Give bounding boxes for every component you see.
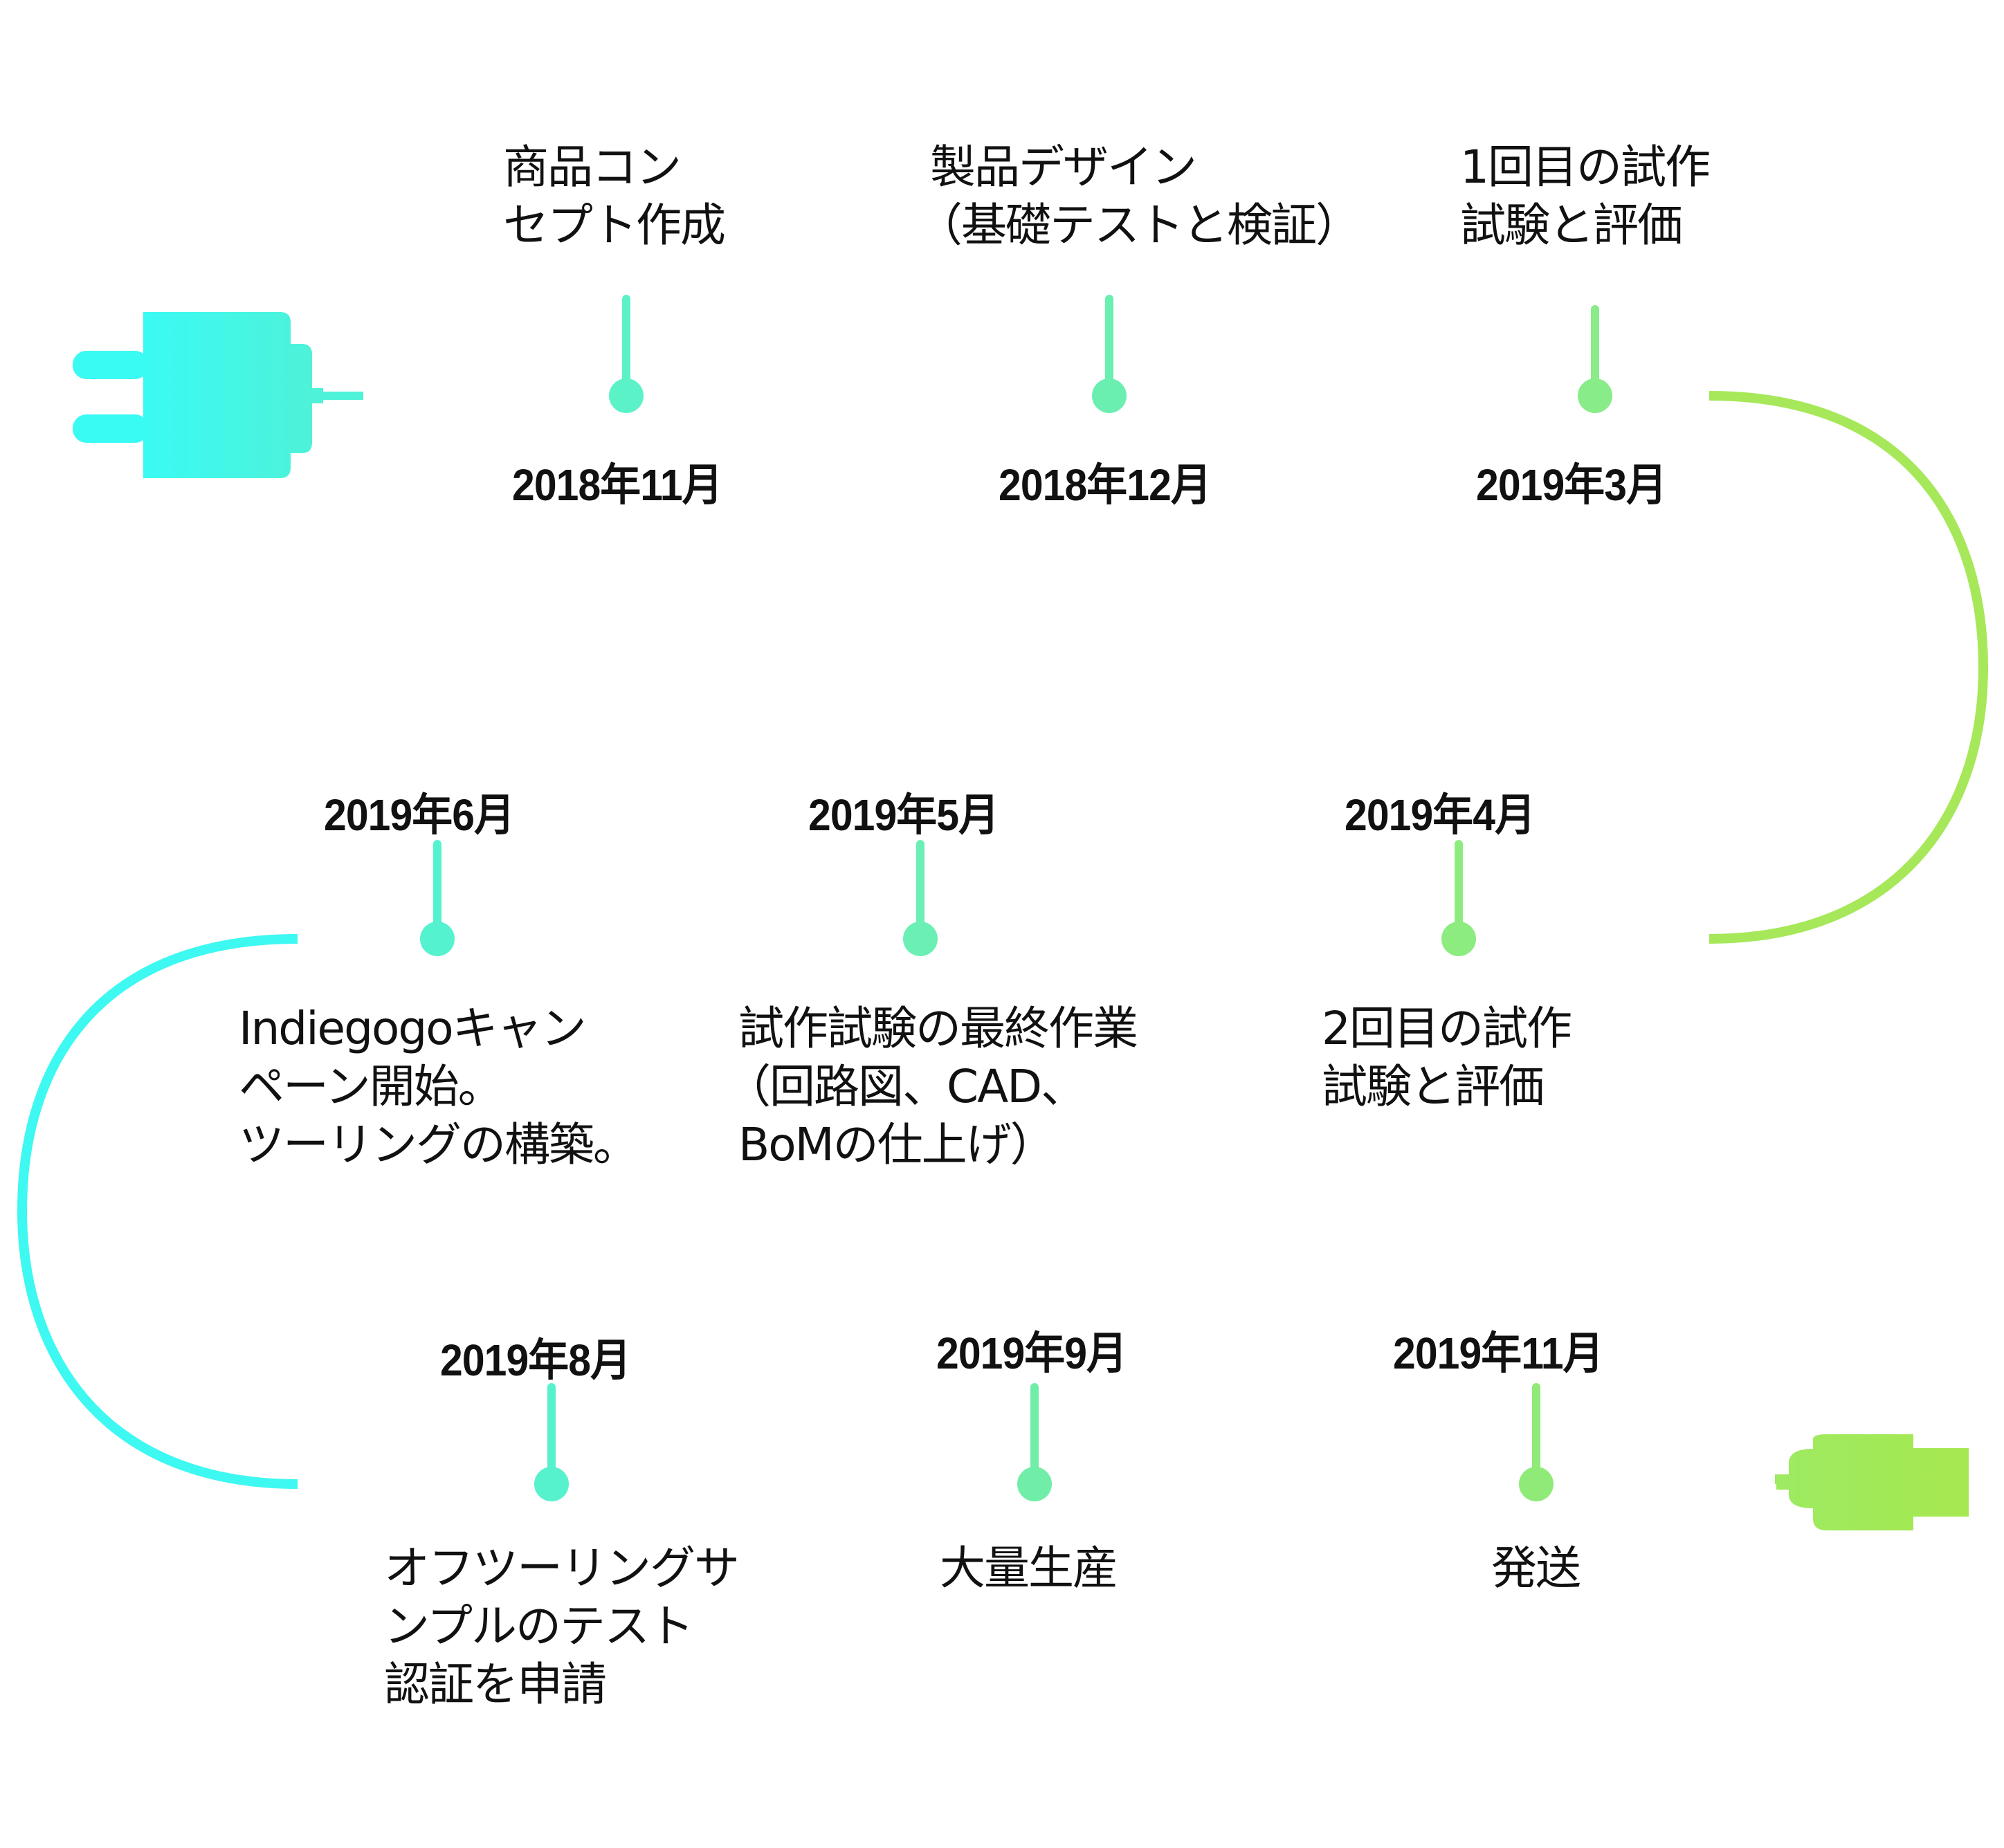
milestone-marker (609, 295, 644, 413)
milestone-marker (1017, 1383, 1052, 1501)
milestone-dot (1578, 378, 1612, 413)
milestone-marker (534, 1383, 569, 1501)
milestone-date: 2018年12月 (999, 460, 1212, 510)
milestone-dot (1017, 1467, 1052, 1501)
milestone-description: 1回目の試作 試験と評価 (1460, 140, 1711, 252)
milestone-description: 製品デザイン （基礎テストと検証） (917, 140, 1361, 252)
milestone-marker (1519, 1383, 1554, 1501)
milestone-description: オフツーリングサ ンプルのテスト 認証を申請 (384, 1541, 740, 1711)
milestone-description: 2回目の試作 試験と評価 (1322, 1002, 1572, 1113)
power-plug-icon (73, 312, 363, 478)
milestone-dot (420, 922, 455, 956)
milestone-marker (1441, 840, 1476, 956)
milestone-date: 2019年8月 (440, 1335, 631, 1385)
milestone-dot (534, 1467, 569, 1501)
milestone-marker (1092, 295, 1127, 413)
cord-right-arc (1709, 391, 1989, 944)
milestone-date: 2019年3月 (1476, 460, 1667, 510)
milestone-marker (903, 840, 938, 956)
milestone-dot (1519, 1467, 1554, 1501)
milestone-date: 2019年5月 (808, 790, 999, 840)
milestone-dot (609, 378, 644, 413)
milestone-description: 大量生産 (940, 1541, 1118, 1595)
milestone-date: 2019年11月 (1393, 1328, 1604, 1378)
milestone-description: 試作試験の最終作業 （回路図、CAD、 BoMの仕上げ） (725, 1002, 1138, 1171)
milestone-marker (420, 840, 455, 956)
milestone-marker (1578, 305, 1612, 413)
milestone-dot (1092, 378, 1127, 413)
cord-left-arc (17, 934, 298, 1489)
milestone-date: 2018年11月 (512, 460, 723, 510)
milestone-date: 2019年9月 (936, 1328, 1127, 1378)
milestone-description: 商品コン セプト作成 (503, 140, 726, 252)
milestone-dot (903, 922, 938, 956)
milestone-dot (1441, 922, 1476, 956)
milestone-date: 2019年6月 (324, 790, 515, 840)
milestone-date: 2019年4月 (1345, 790, 1536, 840)
usb-connector-icon (1775, 1434, 1969, 1530)
milestone-description: 発送 (1491, 1541, 1581, 1595)
milestone-description: Indiegogoキャン ペーン開始。 ツーリングの構築。 (239, 1002, 639, 1171)
